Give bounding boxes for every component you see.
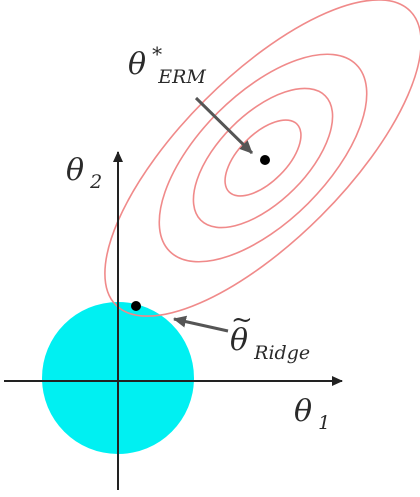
y-axis-label: θ 2	[66, 153, 102, 193]
erm-label: θ * ERM	[128, 42, 206, 88]
loss-contours	[104, 0, 420, 317]
erm-label-superscript: *	[152, 42, 162, 66]
erm-label-symbol: θ	[128, 47, 146, 82]
y-axis-symbol: θ	[66, 153, 84, 188]
loss-contour-2	[192, 87, 334, 229]
x-axis-subscript: 1	[318, 412, 330, 434]
loss-contour-4	[104, 0, 420, 317]
erm-point	[260, 155, 270, 165]
y-axis-subscript: 2	[89, 171, 102, 193]
ridge-pointer-arrow	[173, 315, 229, 333]
ridge-point	[131, 301, 141, 311]
ridge-label-symbol: θ	[230, 323, 248, 358]
erm-label-subscript: ERM	[157, 66, 206, 88]
ridge-label-tilde: ~	[231, 305, 253, 335]
ridge-label-subscript: Ridge	[253, 342, 310, 364]
x-axis-label: θ 1	[294, 394, 330, 434]
erm-pointer-arrow	[194, 96, 254, 155]
x-axis-symbol: θ	[294, 394, 312, 429]
ridge-label: θ Ridge	[230, 323, 310, 364]
loss-contour-3	[158, 53, 368, 263]
